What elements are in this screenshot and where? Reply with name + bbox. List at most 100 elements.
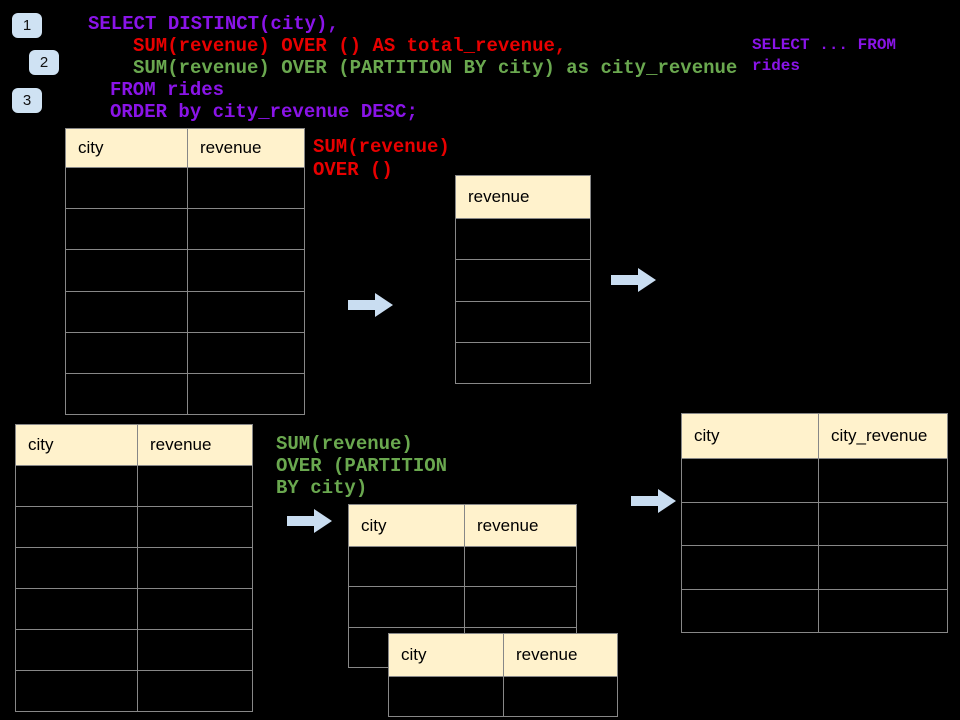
table-cell	[66, 333, 187, 373]
table-cell	[66, 209, 187, 249]
right-arrow-icon	[287, 509, 332, 533]
table-cell	[16, 548, 137, 588]
table-cell	[137, 466, 252, 506]
table-cell	[16, 466, 137, 506]
column-header: city	[401, 645, 427, 664]
table-row	[66, 249, 304, 291]
table-cell	[456, 219, 590, 259]
table-cell	[187, 373, 304, 415]
right-arrow-icon	[611, 268, 656, 292]
partition-intermediate-table: city revenue	[348, 504, 577, 668]
column-header: revenue	[503, 634, 617, 676]
column-header: revenue	[468, 187, 530, 206]
table-cell	[187, 250, 304, 291]
city-revenue-result-table: city city_revenue	[681, 413, 948, 633]
column-header: city	[78, 138, 104, 157]
table-cell	[187, 291, 304, 332]
table-cell	[187, 168, 304, 209]
table-header-row: revenue	[456, 176, 590, 218]
source-table-top: city revenue	[65, 128, 305, 415]
table-row	[16, 547, 252, 588]
table-cell	[682, 503, 818, 546]
table-row	[16, 588, 252, 629]
table-row	[66, 167, 304, 209]
partition-front-table: city revenue	[388, 633, 618, 717]
table-row	[682, 501, 947, 546]
table-row	[456, 341, 590, 383]
total-revenue-table: revenue	[455, 175, 591, 384]
table-row	[66, 372, 304, 415]
table-cell	[456, 260, 590, 300]
table-row	[456, 259, 590, 300]
table-header-row: city city_revenue	[682, 414, 947, 458]
table-cell	[16, 589, 137, 629]
step-badge-1: 1	[12, 13, 42, 38]
table-cell	[818, 589, 947, 632]
table-row	[16, 629, 252, 670]
table-row	[16, 506, 252, 547]
table-cell	[682, 459, 818, 502]
table-cell	[16, 630, 137, 670]
table-cell	[349, 587, 464, 626]
table-header-row: city revenue	[66, 129, 304, 167]
table-row	[349, 546, 576, 587]
table-cell	[464, 587, 576, 627]
table-cell	[66, 374, 187, 414]
table-header-row: city revenue	[389, 634, 617, 676]
table-cell	[137, 548, 252, 588]
annotation-partition-by: SUM(revenue) OVER (PARTITION BY city)	[276, 433, 448, 499]
table-cell	[137, 507, 252, 547]
sql-line-from: FROM rides	[110, 79, 225, 101]
table-cell	[456, 343, 590, 383]
table-cell	[818, 459, 947, 502]
table-row	[682, 545, 947, 589]
table-row	[682, 458, 947, 502]
table-header-row: city revenue	[349, 505, 576, 546]
annotation-select-from-rides: SELECT ... FROM rides	[752, 36, 897, 75]
table-cell	[503, 677, 617, 716]
flow-arrow-1	[348, 292, 394, 318]
table-row	[389, 676, 617, 716]
table-row	[682, 588, 947, 633]
table-header-row: city revenue	[16, 425, 252, 465]
column-header: city_revenue	[818, 414, 947, 458]
table-cell	[137, 589, 252, 629]
table-cell	[137, 671, 252, 711]
column-header: city	[28, 435, 54, 454]
table-cell	[66, 168, 187, 208]
table-row	[16, 670, 252, 711]
sql-line-city-revenue: SUM(revenue) OVER (PARTITION BY city) as…	[133, 57, 738, 79]
sql-line-order-by: ORDER by city_revenue DESC;	[110, 101, 418, 123]
table-row	[16, 465, 252, 506]
table-cell	[389, 677, 503, 716]
table-cell	[818, 502, 947, 545]
table-row	[66, 208, 304, 250]
annotation-over-empty: SUM(revenue) OVER ()	[313, 136, 450, 181]
table-cell	[187, 332, 304, 373]
table-cell	[66, 250, 187, 290]
column-header: revenue	[137, 425, 252, 465]
step-badge-3: 3	[12, 88, 42, 113]
table-cell	[66, 292, 187, 332]
sql-line-select: SELECT DISTINCT(city),	[88, 13, 339, 35]
column-header: city	[694, 426, 720, 445]
table-row	[456, 300, 590, 342]
table-cell	[818, 546, 947, 589]
column-header: revenue	[187, 129, 304, 167]
table-row	[456, 218, 590, 259]
table-cell	[187, 209, 304, 250]
table-cell	[16, 671, 137, 711]
column-header: revenue	[464, 505, 576, 546]
step-badge-2: 2	[29, 50, 59, 75]
right-arrow-icon	[348, 293, 393, 317]
right-arrow-icon	[631, 489, 676, 513]
table-cell	[464, 547, 576, 587]
sql-line-total-revenue: SUM(revenue) OVER () AS total_revenue,	[133, 35, 567, 57]
table-cell	[349, 547, 464, 586]
table-cell	[682, 590, 818, 633]
column-header: city	[361, 515, 387, 535]
table-cell	[16, 507, 137, 547]
table-row	[66, 290, 304, 332]
flow-arrow-4	[287, 508, 333, 534]
